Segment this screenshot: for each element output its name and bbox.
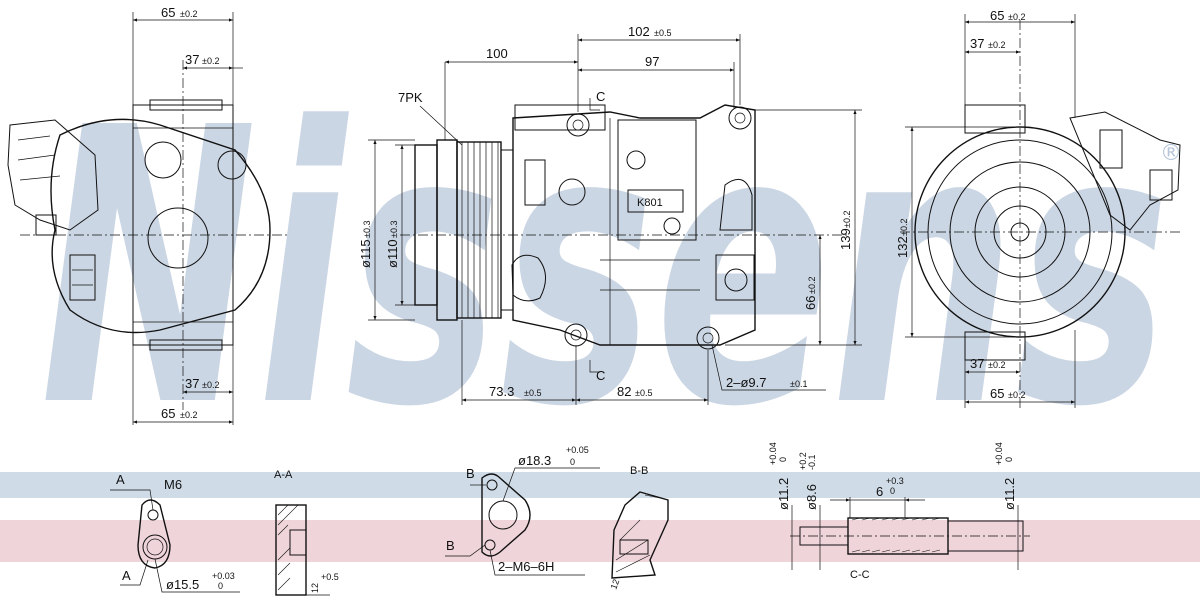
dim-82: 82 — [617, 384, 631, 399]
cc-dia1-up: +0.04 — [768, 442, 778, 465]
right-top-inner-dim: 37 — [970, 36, 984, 51]
detail-a-marker-top: A — [116, 472, 125, 487]
dim-66: 66 — [803, 296, 818, 310]
right-end-view: 65 ±0.2 37 ±0.2 132 ±0.2 37 ±0.2 65 ±0.2 — [895, 8, 1181, 410]
detail-b-tol-lo: 0 — [570, 457, 575, 467]
right-bot-inner-tol: ±0.2 — [988, 360, 1005, 370]
cc-dia2: ø8.6 — [804, 484, 819, 510]
left-bot-outer-dim: 65 — [161, 406, 175, 421]
detail-b-tol-up: +0.05 — [566, 445, 589, 455]
dim-66-tol: ±0.2 — [807, 277, 817, 294]
side-view: K801 C C 102 ±0.5 100 97 7PK — [358, 24, 862, 405]
cc-len-up: +0.3 — [886, 476, 904, 486]
left-top-outer-tol: ±0.2 — [180, 9, 197, 19]
dim-139: 139 — [838, 228, 853, 250]
right-bot-inner-dim: 37 — [970, 356, 984, 371]
detail-a-marker-bottom: A — [122, 568, 131, 583]
detail-a-tol-lo: 0 — [218, 581, 223, 591]
watermark-band-pink — [0, 520, 1200, 562]
right-bot-outer-tol: ±0.2 — [1008, 390, 1025, 400]
model-label: K801 — [637, 197, 663, 209]
detail-b-thread: 2–M6–6H — [498, 559, 554, 574]
detail-b-marker-bottom: B — [446, 538, 455, 553]
cc-dia3: ø11.2 — [1002, 478, 1017, 510]
cc-dia3-lo: 0 — [1004, 457, 1014, 462]
right-top-outer-tol: ±0.2 — [1008, 12, 1025, 22]
section-a-a: A-A 12 +0.5 — [274, 469, 339, 596]
section-aa-title: A-A — [274, 469, 293, 481]
left-bot-inner-tol: ±0.2 — [202, 380, 219, 390]
section-bb-title: B-B — [630, 465, 648, 477]
right-bot-outer-dim: 65 — [990, 386, 1004, 401]
dim-73: 73.3 — [489, 384, 514, 399]
cc-dia2-lo: -0.1 — [807, 454, 817, 470]
dim-73-tol: ±0.5 — [524, 388, 541, 398]
dim-100: 100 — [486, 46, 508, 61]
detail-b: B B ø18.3 +0.05 0 2–M6–6H — [445, 445, 600, 576]
dim-dia115: ø115 — [358, 239, 373, 268]
left-top-inner-tol: ±0.2 — [202, 56, 219, 66]
cc-dia3-up: +0.04 — [994, 442, 1004, 465]
detail-a-thread: M6 — [164, 477, 182, 492]
left-end-view: 65 ±0.2 37 ±0.2 37 ±0.2 65 ±0.2 — [7, 5, 290, 425]
section-aa-tol: +0.5 — [321, 572, 339, 582]
left-top-outer-dim: 65 — [161, 5, 175, 20]
cc-dia1: ø11.2 — [776, 478, 791, 510]
detail-b-dia: ø18.3 — [518, 453, 551, 468]
dim-holes-tol: ±0.1 — [790, 379, 807, 389]
left-bot-inner-dim: 37 — [185, 376, 199, 391]
belt-label: 7PK — [398, 90, 423, 105]
dim-dia115-tol: ±0.3 — [362, 221, 372, 238]
watermark-band-blue — [0, 472, 1200, 498]
dim-132: 132 — [895, 236, 910, 258]
dim-dia110-tol: ±0.3 — [389, 221, 399, 238]
dim-97: 97 — [645, 54, 659, 69]
detail-a: A M6 A ø15.5 +0.03 0 — [110, 472, 240, 593]
left-bot-outer-tol: ±0.2 — [180, 410, 197, 420]
dim-dia110: ø110 — [385, 239, 400, 268]
cc-dia2-up: +0.2 — [798, 452, 808, 470]
dim-102: 102 — [628, 24, 650, 39]
dim-132-tol: ±0.2 — [899, 219, 909, 236]
section-cc-title: C-C — [850, 569, 870, 581]
dim-102-tol: ±0.5 — [654, 28, 671, 38]
section-aa-dim: 12 — [310, 583, 320, 593]
detail-a-tol-up: +0.03 — [212, 571, 235, 581]
cc-len: 6 — [876, 484, 883, 499]
detail-a-dia: ø15.5 — [166, 577, 199, 592]
dim-82-tol: ±0.5 — [635, 388, 652, 398]
dim-139-tol: ±0.2 — [842, 211, 852, 228]
section-c-c: ø11.2 +0.04 0 ø8.6 +0.2 -0.1 6 +0.3 0 ø1… — [768, 442, 1030, 581]
cut-marker-bottom: C — [596, 368, 605, 383]
watermark-reg: ® — [1160, 141, 1182, 166]
cut-marker-top: C — [596, 89, 605, 104]
section-b-b: B-B 12 — [608, 465, 669, 591]
dim-holes: 2–ø9.7 — [726, 375, 766, 390]
right-top-inner-tol: ±0.2 — [988, 40, 1005, 50]
left-top-inner-dim: 37 — [185, 52, 199, 67]
watermark: Nissens ® — [0, 47, 1200, 562]
detail-b-marker-top: B — [466, 466, 475, 481]
right-top-outer-dim: 65 — [990, 8, 1004, 23]
cc-len-lo: 0 — [890, 486, 895, 496]
section-bb-dim: 12 — [608, 578, 621, 591]
cc-dia1-lo: 0 — [778, 457, 788, 462]
